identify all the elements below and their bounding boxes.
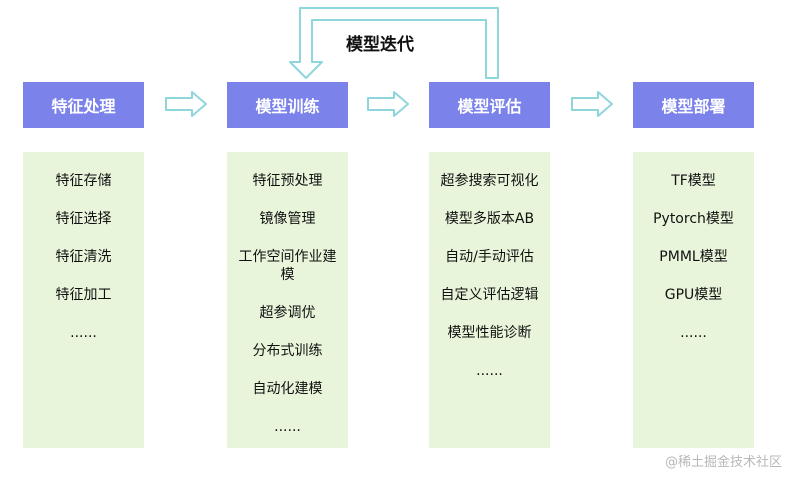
flow-arrow-3 xyxy=(571,91,613,117)
list-item: 工作空间作业建模 xyxy=(238,249,337,283)
list-item: PMML模型 xyxy=(659,249,728,265)
list-item: 特征选择 xyxy=(55,211,112,227)
list-item: 超参调优 xyxy=(259,305,316,321)
list-item: 模型性能诊断 xyxy=(447,325,532,341)
stage-header-feature-processing: 特征处理 xyxy=(23,82,144,128)
list-item: 自动化建模 xyxy=(252,381,323,397)
list-item: 特征清洗 xyxy=(55,249,112,265)
stage-panel-feature-processing: 特征存储 特征选择 特征清洗 特征加工 ...... xyxy=(23,152,144,448)
list-item: 镜像管理 xyxy=(259,211,316,227)
flow-arrow-2 xyxy=(367,91,409,117)
stage-panel-model-training: 特征预处理 镜像管理 工作空间作业建模 超参调优 分布式训练 自动化建模 ...… xyxy=(227,152,348,448)
list-item: 自动/手动评估 xyxy=(445,249,534,265)
stage-header-model-training: 模型训练 xyxy=(227,82,348,128)
list-item: 自定义评估逻辑 xyxy=(440,287,539,303)
list-item: TF模型 xyxy=(671,173,716,189)
stage-header-model-deployment: 模型部署 xyxy=(633,82,754,128)
list-item: Pytorch模型 xyxy=(653,211,734,227)
stage-header-model-evaluation: 模型评估 xyxy=(429,82,550,128)
iteration-loop-arrow xyxy=(289,7,499,79)
list-item: 分布式训练 xyxy=(252,343,323,359)
list-item: ...... xyxy=(70,325,97,341)
stage-panel-model-evaluation: 超参搜索可视化 模型多版本AB 自动/手动评估 自定义评估逻辑 模型性能诊断 .… xyxy=(429,152,550,448)
list-item: ...... xyxy=(680,325,707,341)
stage-panel-model-deployment: TF模型 Pytorch模型 PMML模型 GPU模型 ...... xyxy=(633,152,754,448)
watermark: @稀土掘金技术社区 xyxy=(664,455,782,470)
list-item: 超参搜索可视化 xyxy=(440,173,539,189)
list-item: 特征加工 xyxy=(55,287,112,303)
flow-arrow-1 xyxy=(165,91,207,117)
list-item: 特征存储 xyxy=(55,173,112,189)
list-item: 特征预处理 xyxy=(252,173,323,189)
list-item: GPU模型 xyxy=(664,287,723,303)
list-item: ...... xyxy=(476,363,503,379)
list-item: 模型多版本AB xyxy=(444,211,535,227)
loop-label: 模型迭代 xyxy=(346,35,414,55)
list-item: ...... xyxy=(274,419,301,435)
